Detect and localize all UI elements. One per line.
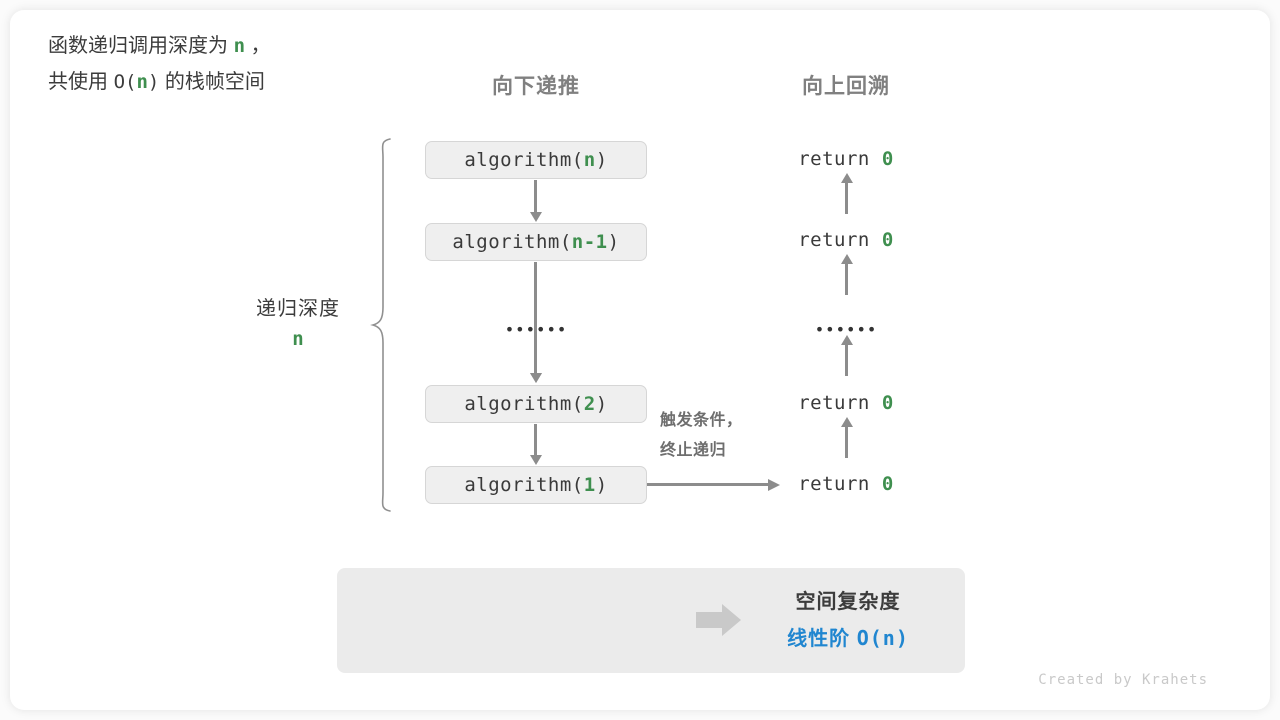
summary-description: 函数递归调用深度为 n ， 共使用 O(n) 的栈帧空间: [48, 28, 271, 100]
return-label-1: return 0: [798, 148, 894, 170]
complexity-notation: O(n): [856, 626, 909, 650]
summary-line2-text-a: 共使用: [48, 71, 108, 93]
recursion-depth-label: 递归深度: [256, 298, 340, 320]
summary-conclusion: 空间复杂度 线性阶 O(n): [787, 585, 909, 651]
ellipsis-up: ••••••: [814, 320, 878, 339]
call-box-prefix: algorithm(: [464, 393, 584, 415]
return-keyword: return: [798, 473, 870, 495]
return-value: 0: [881, 473, 894, 495]
call-box-prefix: algorithm(: [464, 474, 584, 496]
down-arrow-1: [529, 180, 542, 222]
recursion-depth-brace: [370, 138, 391, 512]
space-complexity-title: 空间复杂度: [795, 591, 901, 613]
call-box-prefix: algorithm(: [452, 231, 572, 253]
terminate-condition-line1: 触发条件，: [660, 412, 743, 429]
up-arrow-4: [840, 417, 853, 458]
summary-line-2: 共使用 O(n) 的栈帧空间: [48, 64, 271, 100]
return-label-4: return 0: [798, 473, 894, 495]
up-arrow-2: [840, 254, 853, 295]
summary-line1-text-b: ，: [250, 35, 271, 57]
call-box-1: algorithm(1): [425, 466, 647, 504]
implies-arrow-icon: [696, 604, 741, 636]
ellipsis-down: ••••••: [504, 320, 568, 339]
call-box-suffix: ): [595, 393, 608, 415]
up-arrow-1: [840, 173, 853, 214]
call-box-arg: n-1: [571, 231, 608, 253]
diagram-card: 向下递推 向上回溯 algorithm(n) algorithm(n-1) al…: [10, 10, 1270, 710]
call-box-n: algorithm(n): [425, 141, 647, 179]
call-box-arg: 1: [583, 474, 596, 496]
up-arrow-3: [840, 335, 853, 376]
return-label-2: return 0: [798, 229, 894, 251]
summary-line1-n: n: [233, 35, 246, 57]
return-value: 0: [881, 148, 894, 170]
call-box-arg: n: [583, 149, 596, 171]
return-label-3: return 0: [798, 392, 894, 414]
call-box-2: algorithm(2): [425, 385, 647, 423]
return-value: 0: [881, 392, 894, 414]
summary-panel: [337, 568, 965, 673]
down-arrow-4: [529, 424, 542, 465]
return-keyword: return: [798, 148, 870, 170]
call-box-n-1: algorithm(n-1): [425, 223, 647, 261]
terminate-condition-label: 触发条件， 终止递归: [660, 406, 743, 466]
return-keyword: return: [798, 392, 870, 414]
terminate-arrow: [647, 478, 780, 491]
summary-line1-text-a: 函数递归调用深度为: [48, 35, 228, 57]
call-box-prefix: algorithm(: [464, 149, 584, 171]
call-box-arg: 2: [583, 393, 596, 415]
column-header-recurse-down: 向下递推: [492, 75, 580, 98]
complexity-order-label: 线性阶: [787, 628, 851, 650]
down-arrow-3: [529, 342, 542, 383]
return-keyword: return: [798, 229, 870, 251]
call-box-suffix: ): [595, 474, 608, 496]
recursion-depth-value: n: [292, 328, 304, 350]
call-box-suffix: ): [607, 231, 620, 253]
author-credit: Created by Krahets: [1038, 672, 1208, 688]
summary-line-1: 函数递归调用深度为 n ，: [48, 28, 271, 64]
summary-line2-bigo-close: ): [147, 71, 160, 93]
summary-line2-bigo-open: O(: [113, 71, 137, 93]
terminate-condition-line2: 终止递归: [660, 442, 727, 459]
summary-line2-text-b: 的栈帧空间: [164, 71, 265, 93]
call-box-suffix: ): [595, 149, 608, 171]
space-complexity-value: 线性阶 O(n): [787, 622, 909, 651]
return-value: 0: [881, 229, 894, 251]
column-header-backtrack-up: 向上回溯: [802, 75, 890, 98]
summary-line2-n: n: [136, 71, 148, 93]
